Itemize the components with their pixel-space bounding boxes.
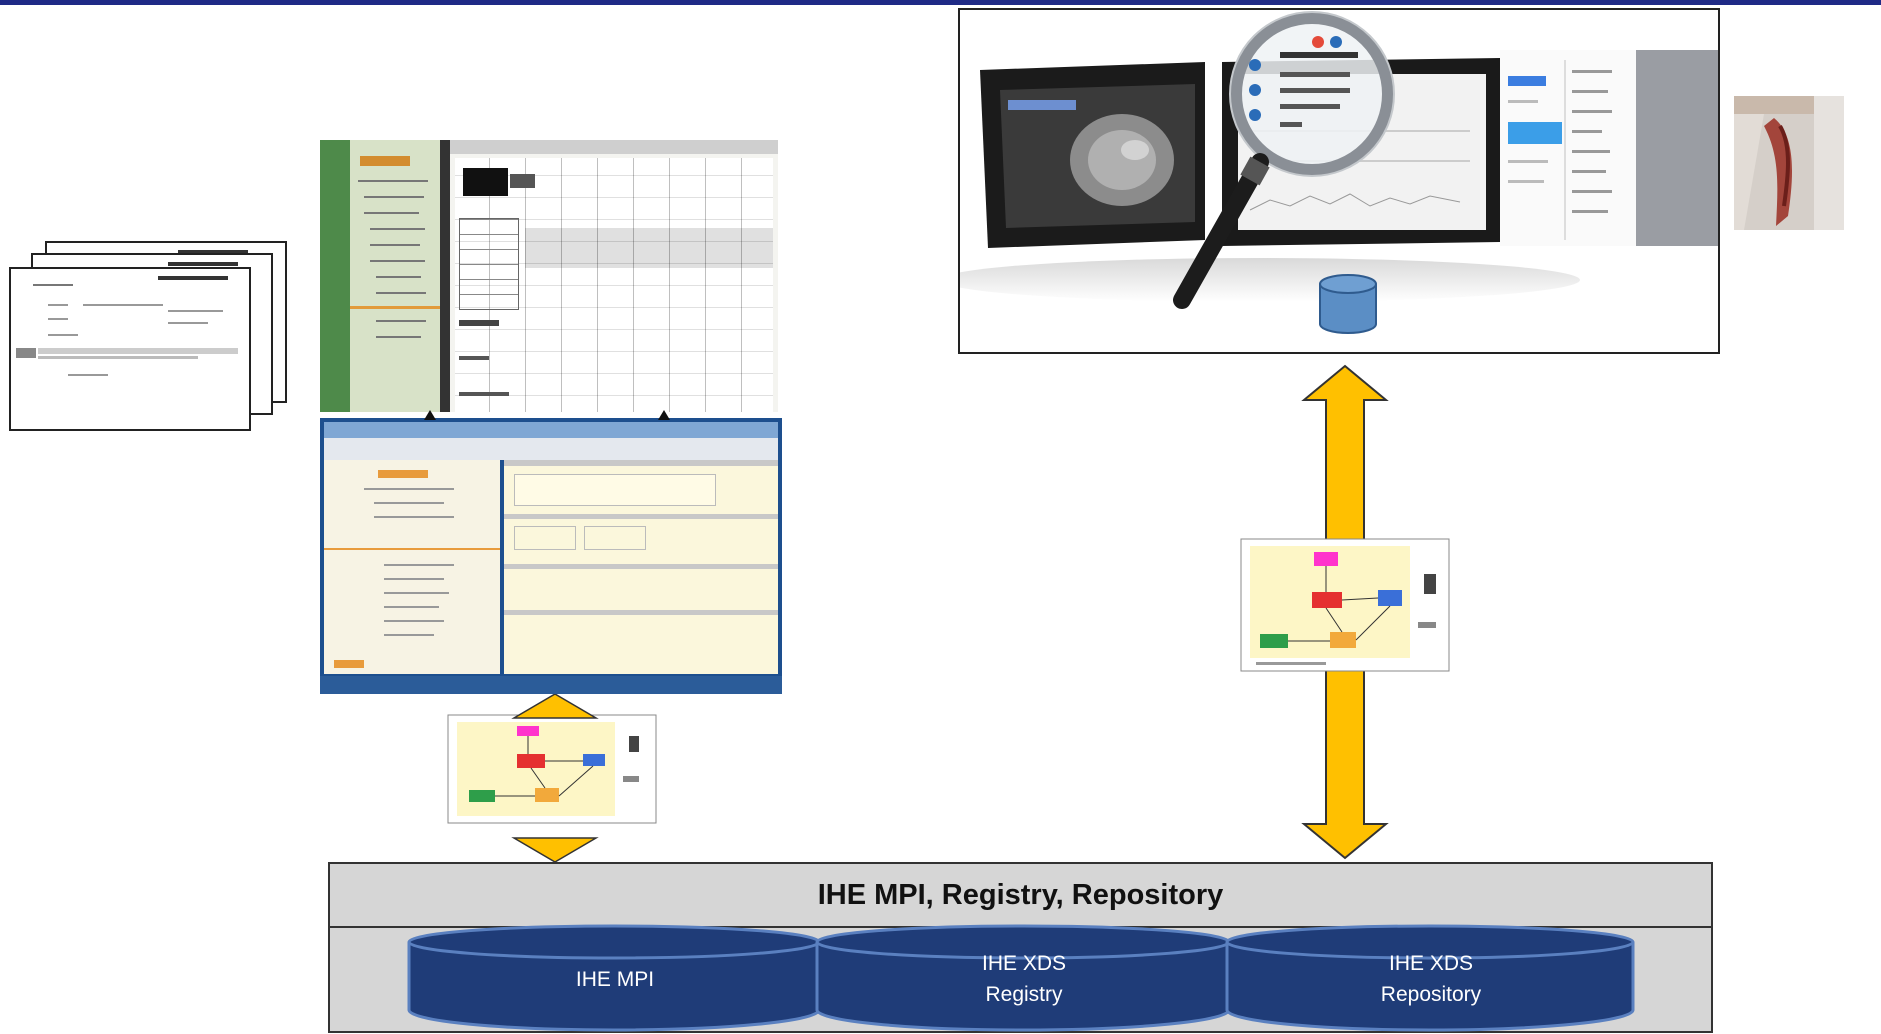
- viewer-toolbar: [450, 140, 778, 154]
- wound-photo-thumbnail: [1734, 96, 1844, 230]
- blue-process-box: [1378, 590, 1402, 606]
- app-form-panel: [504, 460, 778, 674]
- database-ihe-xds-registry: [815, 924, 1231, 1032]
- right-process-diagram-thumbnail: [1240, 538, 1450, 672]
- red-process-box: [517, 754, 545, 768]
- database-label-line: IHE MPI: [575, 968, 655, 991]
- mobile-imaging-app-box: [958, 8, 1720, 354]
- database-label-line: IHE XDS: [1388, 952, 1474, 975]
- left-arrow-head-down: [511, 837, 599, 863]
- database-label-line: Repository: [1380, 983, 1482, 1006]
- database-label-ihe-xds-repository: IHE XDS Repository: [1228, 948, 1634, 1010]
- left-process-diagram-thumbnail: [447, 714, 657, 824]
- app-ribbon: [324, 438, 778, 460]
- viewer-dark-separator: [440, 140, 450, 412]
- database-ihe-mpi: [407, 924, 821, 1032]
- tablet-devices-illustration: [960, 11, 1718, 309]
- left-arrow-head-up: [511, 694, 599, 719]
- orange-process-box: [535, 788, 559, 802]
- database-label-ihe-xds-registry: IHE XDS Registry: [818, 948, 1230, 1010]
- paper-forms-stack: [9, 241, 287, 431]
- clinical-form-application-screenshot: [320, 418, 782, 694]
- scanned-document-viewer-screenshot: [320, 140, 778, 412]
- app-title-bar: [324, 422, 778, 438]
- viewer-nav-tree: [350, 140, 440, 412]
- scanned-chart-page: [455, 158, 773, 412]
- database-cylinders: [407, 924, 1635, 1032]
- magnifying-glass-icon: [1173, 11, 1395, 309]
- screenshot-connector-ticks: [424, 410, 670, 420]
- top-accent-bar: [0, 0, 1881, 5]
- paper-form-front: [9, 267, 251, 431]
- viewer-left-green-strip: [320, 140, 350, 412]
- tablet-left: [980, 62, 1205, 248]
- green-process-box: [1260, 634, 1288, 648]
- red-process-box: [1312, 592, 1342, 608]
- database-label-line: Registry: [985, 983, 1063, 1006]
- repository-title: IHE MPI, Registry, Repository: [330, 864, 1711, 928]
- side-app-panel: [1500, 50, 1718, 246]
- left-bidirectional-arrow: [511, 694, 599, 863]
- blue-process-box: [583, 754, 605, 766]
- app-tree-panel: [324, 460, 500, 674]
- database-label-line: IHE XDS: [981, 952, 1067, 975]
- pink-process-box: [517, 726, 539, 736]
- database-ihe-xds-repository: [1225, 924, 1635, 1032]
- local-database-icon: [1319, 274, 1377, 334]
- database-label-ihe-mpi: IHE MPI: [410, 964, 820, 995]
- app-taskbar: [320, 676, 782, 694]
- orange-process-box: [1330, 632, 1356, 648]
- green-process-box: [469, 790, 495, 802]
- pink-process-box: [1314, 552, 1338, 566]
